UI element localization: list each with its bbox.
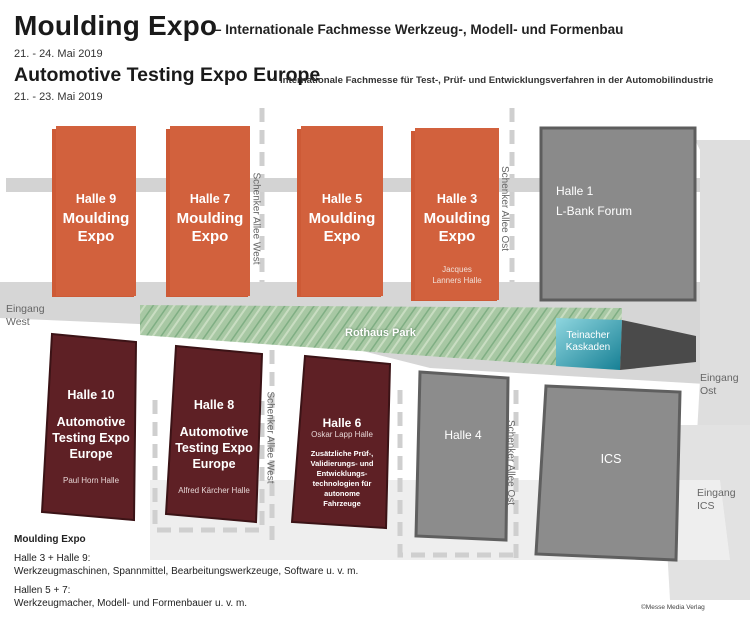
- halls-automotive: [40, 332, 392, 530]
- hall-4-name: Halle 4: [444, 428, 482, 442]
- hall-5-name: Halle 5: [321, 192, 363, 206]
- hall-10[interactable]: Halle 10 Automotive Testing Expo Europe …: [48, 388, 134, 485]
- hall-8[interactable]: Halle 8 Automotive Testing Expo Europe A…: [170, 398, 258, 495]
- hall-6-subname: Oskar Lapp Halle: [311, 430, 373, 439]
- hall-6[interactable]: Halle 6 Oskar Lapp Halle Zusätzliche Prü…: [298, 416, 386, 509]
- entrance-ost[interactable]: Eingang Ost: [700, 372, 739, 397]
- hall-ics-block: [534, 384, 682, 562]
- legend-line-1: Halle 3 + Halle 9:: [14, 553, 91, 564]
- hall-7-expo: Moulding Expo: [176, 210, 244, 245]
- hall-5-expo: Moulding Expo: [308, 210, 376, 245]
- hall-1-name: Halle 1: [556, 184, 594, 198]
- moulding-expo-subtitle: – Internationale Fachmesse Werkzeug-, Mo…: [214, 22, 624, 37]
- hall-5[interactable]: Halle 5 Moulding Expo: [301, 192, 383, 246]
- hall-3-subname: Jacques Lanners Halle: [432, 265, 482, 285]
- ate-subtitle: – Internationale Fachmesse für Test-, Pr…: [272, 75, 714, 86]
- hall-8-name: Halle 8: [193, 398, 235, 412]
- hall-ics[interactable]: ICS: [546, 450, 676, 468]
- hall-7-name: Halle 7: [189, 192, 231, 206]
- hall-9-name: Halle 9: [75, 192, 117, 206]
- hall-ics-name: ICS: [600, 452, 622, 466]
- moulding-expo-title: Moulding Expo: [14, 10, 218, 41]
- street-west-top: Schenker Allee West: [250, 172, 262, 265]
- hall-3-expo: Moulding Expo: [423, 210, 491, 245]
- hall-10-expo: Automotive Testing Expo Europe: [52, 415, 130, 461]
- hall-1-subname: L-Bank Forum: [556, 204, 633, 218]
- entrance-ics[interactable]: Eingang ICS: [697, 487, 736, 512]
- walkways: [152, 108, 519, 560]
- hall-4[interactable]: Halle 4: [420, 426, 506, 444]
- rothaus-park-label: Rothaus Park: [345, 327, 416, 339]
- street-ost-top: Schenker Allee Ost: [499, 165, 511, 252]
- ate-dates: 21. - 23. Mai 2019: [14, 91, 103, 103]
- hall-3-name: Halle 3: [436, 192, 478, 206]
- hall-8-expo: Automotive Testing Expo Europe: [175, 425, 253, 471]
- entrance-west[interactable]: Eingang West: [6, 303, 45, 328]
- legend-line-4: Werkzeugmacher, Modell- und Formenbauer …: [14, 598, 248, 609]
- hall-9-expo: Moulding Expo: [62, 210, 130, 245]
- ate-title: Automotive Testing Expo Europe: [14, 64, 321, 86]
- moulding-expo-dates: 21. - 24. Mai 2019: [14, 48, 103, 60]
- hall-10-subname: Paul Horn Halle: [62, 476, 120, 485]
- kaskaden-label: Teinacher Kaskaden: [565, 330, 611, 353]
- street-ost-bottom: Schenker Allee Ost: [505, 419, 517, 506]
- teinacher-kaskaden: [556, 318, 622, 370]
- hall-9[interactable]: Halle 9 Moulding Expo: [56, 192, 136, 246]
- hall-3[interactable]: Halle 3 Moulding Expo Jacques Lanners Ha…: [415, 192, 499, 286]
- hall-1-block: [539, 126, 697, 302]
- hall-7[interactable]: Halle 7 Moulding Expo: [170, 192, 250, 246]
- halls-moulding: [52, 126, 499, 301]
- hall-4-block: [414, 370, 510, 542]
- legend-line-2: Werkzeugmaschinen, Spannmittel, Bearbeit…: [14, 566, 359, 577]
- legend-title: Moulding Expo: [14, 534, 86, 545]
- hall-10-name: Halle 10: [67, 388, 115, 402]
- kaskaden-ramp: [620, 320, 696, 370]
- rothaus-park: [140, 305, 622, 370]
- hall-6-name: Halle 6: [322, 416, 362, 430]
- legend-line-3: Hallen 5 + 7:: [14, 585, 71, 596]
- hall-8-subname: Alfred Kärcher Halle: [178, 486, 250, 495]
- hall-6-note: Zusätzliche Prüf-, Validierungs- und Ent…: [310, 449, 374, 508]
- copyright: ©Messe Media Verlag: [641, 604, 705, 611]
- street-west-bottom: Schenker Allee West: [264, 391, 276, 484]
- hall-1[interactable]: Halle 1 L-Bank Forum: [556, 184, 676, 218]
